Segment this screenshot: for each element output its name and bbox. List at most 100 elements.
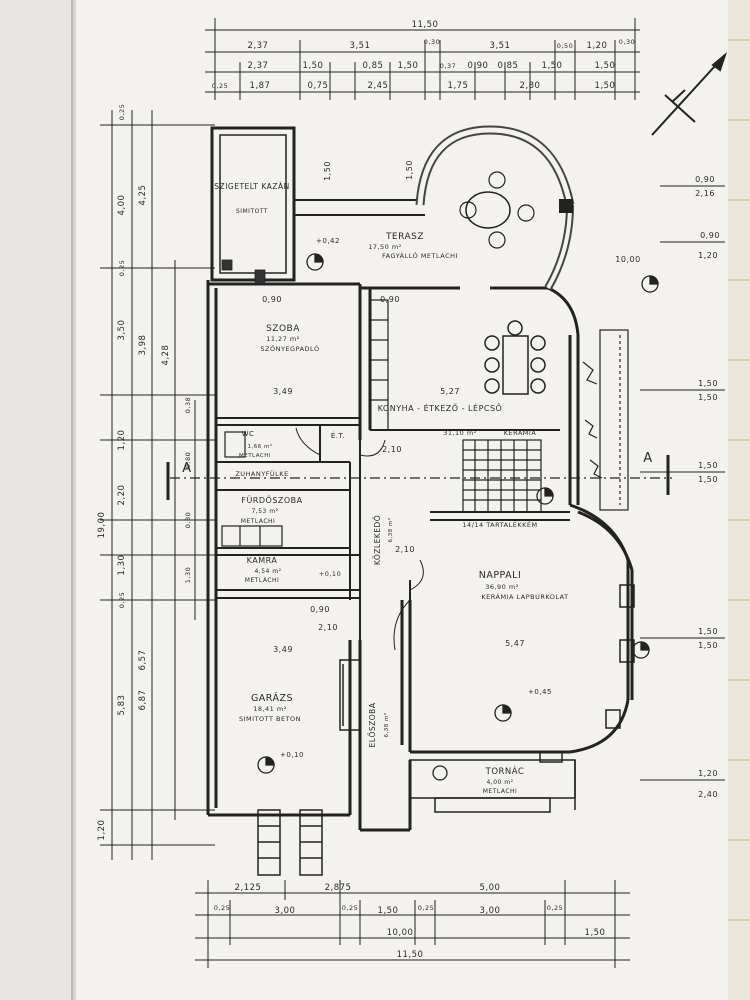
dim-int-5: 0,90 xyxy=(380,295,400,304)
room-area-tornac: 4,00 m² xyxy=(486,779,513,786)
dim-bot-r1-0: 2,125 xyxy=(235,883,262,893)
room-area-eloszoba: 6,38 m² xyxy=(383,712,390,737)
dim-int-4: 0,90 xyxy=(262,295,282,304)
dim-int-7: 1,50 xyxy=(323,161,332,181)
garage-steps xyxy=(257,809,323,876)
dim-top-total: 11,50 xyxy=(412,20,439,30)
dim-left-inner-2: 19,00 xyxy=(97,512,107,539)
dim-int-1: 5,27 xyxy=(440,387,460,396)
terrace xyxy=(294,125,575,291)
planter-strip xyxy=(582,329,629,511)
room-floor-konyha: KERÁMIA xyxy=(504,428,537,437)
dim-left-10: 5,83 xyxy=(117,695,127,716)
dim-left-0: 0,25 xyxy=(118,104,126,120)
room-floor-furdo: METLACHI xyxy=(241,518,276,525)
dim-left-1: 4,00 xyxy=(117,195,127,216)
bathroom-fixtures xyxy=(221,431,283,547)
room-name-konyha: KONYHA - ÉTKEZŐ - LÉPCSŐ xyxy=(378,402,503,413)
kazan-hatching xyxy=(221,259,266,283)
porch xyxy=(409,759,576,813)
dim-bot-r1-1: 2,875 xyxy=(325,883,352,893)
dim-top-r1-5: 1,20 xyxy=(587,41,608,51)
left-dimension-labels: 0,25 4,00 0,25 3,50 3,98 1,20 2,20 1,30 … xyxy=(97,104,192,841)
dim-right-3: 1,20 xyxy=(698,251,718,260)
dim-top-r2-5: 0,90 xyxy=(468,61,489,71)
dim-left-11: 1,20 xyxy=(97,820,107,841)
room-name-eloszoba: ELŐSZOBA xyxy=(368,702,377,747)
dim-top-r2-4: 0,37 xyxy=(440,62,456,70)
dim-bot-r2-3: 1,50 xyxy=(378,906,399,916)
dim-left-c3-3: 0,80 xyxy=(184,512,192,528)
dim-left-inner-3: 6,87 xyxy=(138,690,148,711)
dim-left-inner-0: 4,25 xyxy=(138,185,148,206)
dim-top-r1-2: 0,30 xyxy=(424,38,440,46)
room-area-wc: 1,66 m² xyxy=(247,443,272,450)
room-name-furdo: FÜRDŐSZOBA xyxy=(241,495,302,505)
dim-top-r2-2: 0,85 xyxy=(363,61,384,71)
room-floor-tornac: METLACHI xyxy=(483,788,518,795)
level-terasz: +0,42 xyxy=(316,237,340,245)
right-dimension-labels: 0,90 2,16 0,90 1,20 10,00 1,50 1,50 1,50… xyxy=(615,175,719,799)
dim-int-0: 3,49 xyxy=(273,387,293,396)
dim-int-11: 2,10 xyxy=(382,445,402,454)
dim-top-r1-1: 3,51 xyxy=(350,41,371,51)
dim-bot-r2-6: 0,25 xyxy=(547,904,563,912)
level-nappali: +0,45 xyxy=(528,688,552,696)
left-page-edge xyxy=(0,0,72,1000)
room-area-konyha: 31,10 m² xyxy=(443,429,477,437)
stair-note: 14/14 TARTALÉKKÉM xyxy=(462,520,537,529)
room-area-furdo: 7,53 m² xyxy=(251,508,278,515)
dim-top-r2-7: 1,50 xyxy=(542,61,563,71)
interior-walls xyxy=(216,417,570,640)
staircase xyxy=(462,439,542,513)
dim-right-8: 1,50 xyxy=(698,475,718,484)
room-name-kazan: SZIGETELT KAZÁN xyxy=(214,182,289,191)
dim-right-6: 1,50 xyxy=(698,393,718,402)
dim-left-4: 3,98 xyxy=(138,335,148,356)
dim-right-5: 1,50 xyxy=(698,379,718,388)
room-labels: SZIGETELT KAZÁN SIMITOTT TERASZ 17,50 m²… xyxy=(182,182,652,795)
dim-int-9: 2,10 xyxy=(318,623,338,632)
dim-int-2: 3,49 xyxy=(273,645,293,654)
bottom-dimension-lines xyxy=(195,880,630,968)
room-name-kamra: KAMRA xyxy=(247,556,278,565)
room-name-nappali: NAPPALI xyxy=(479,570,522,581)
dim-right-4: 10,00 xyxy=(615,255,640,264)
dim-left-5: 1,20 xyxy=(117,430,127,451)
room-name-szoba: SZOBA xyxy=(266,324,300,334)
room-name-zuhany: ZUHANYFÜLKE xyxy=(235,469,288,478)
dim-top-r3-3: 2,45 xyxy=(368,81,389,91)
dim-left-inner-1: 4,28 xyxy=(161,345,171,366)
dim-right-0: 0,90 xyxy=(695,175,715,184)
dim-bot-r2-5: 3,00 xyxy=(480,906,501,916)
dim-top-r2-1: 1,50 xyxy=(303,61,324,71)
architectural-drawing xyxy=(100,18,728,968)
dim-right-9: 1,50 xyxy=(698,627,718,636)
dim-int-6: 0,90 xyxy=(310,605,330,614)
top-dimension-labels: 11,50 2,37 3,51 0,30 3,51 0,50 1,20 0,30… xyxy=(212,20,635,91)
room-name-garazs: GARÁZS xyxy=(251,692,293,704)
interior-dimension-labels: 3,49 5,27 3,49 5,47 0,90 0,90 0,90 2,10 … xyxy=(262,160,524,654)
room-floor-garazs: SIMITOTT BETON xyxy=(239,715,301,723)
room-floor-kamra: METLACHI xyxy=(245,577,280,584)
top-dimension-lines xyxy=(205,18,640,100)
right-dimension-lines xyxy=(640,185,725,781)
dim-left-c3-0: 0,38 xyxy=(184,397,192,413)
dim-bot-r3-1: 1,50 xyxy=(585,928,606,938)
room-area-kamra: 4,54 m² xyxy=(254,568,281,575)
dim-top-r3-1: 1,87 xyxy=(250,81,271,91)
room-floor-kazan: SIMITOTT xyxy=(236,208,268,215)
dim-left-7: 1,30 xyxy=(117,555,127,576)
dim-top-r2-3: 1,50 xyxy=(398,61,419,71)
dim-bot-r2-2: 0,25 xyxy=(342,904,358,912)
room-name-et: É.T. xyxy=(331,431,345,440)
dim-right-12: 2,40 xyxy=(698,790,718,799)
dim-right-7: 1,50 xyxy=(698,461,718,470)
dim-left-9: 6,57 xyxy=(138,650,148,671)
dim-top-r1-0: 2,37 xyxy=(248,41,269,51)
dim-bot-r2-0: 0,25 xyxy=(214,904,230,912)
section-label-left: A xyxy=(182,461,191,476)
left-dimension-lines xyxy=(100,110,215,860)
paper-sheet xyxy=(76,0,728,1000)
